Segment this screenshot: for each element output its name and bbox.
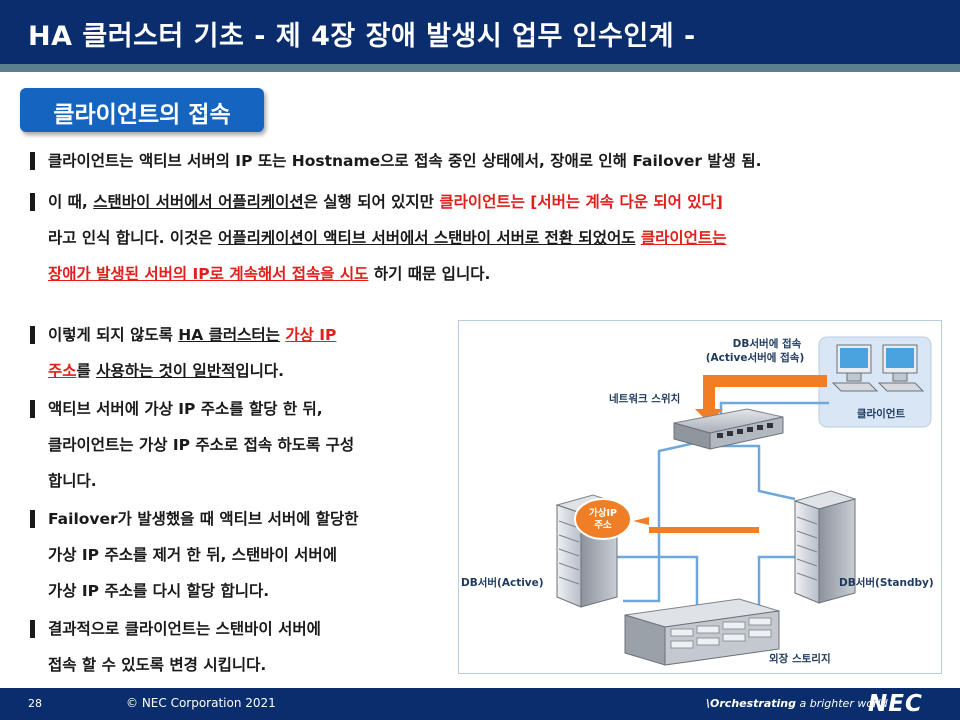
bullet-marker xyxy=(30,510,35,528)
client-monitor-icon xyxy=(877,344,925,392)
text-run: 하기 때문 입니다. xyxy=(368,265,491,283)
slide-title: HA 클러스터 기초 - 제 4장 장애 발생시 업무 인수인계 - xyxy=(28,21,696,52)
virtual-ip-label-sub: 주소 xyxy=(594,520,612,531)
highlight-text: 가상 IP xyxy=(285,326,337,344)
bullet-marker xyxy=(30,152,35,170)
bullet-marker xyxy=(30,400,35,418)
text-run: 은 실행 되어 있지만 xyxy=(303,193,440,211)
diagram-canvas: 가상IP 주소 DB서버에 접속 (Active서버에 접속) 네트워크 스위치… xyxy=(461,336,934,666)
paragraph-line-1: 액티브 서버에 가상 IP 주소를 할당 한 뒤, xyxy=(48,400,323,418)
bullet-marker xyxy=(30,326,35,344)
paragraph-line-1: Failover가 발생했을 때 액티브 서버에 할당한 xyxy=(48,510,359,528)
paragraph-result: 결과적으로 클라이언트는 스탠바이 서버에 접속 할 수 있도록 변경 시킵니다… xyxy=(48,611,321,683)
highlight-text: 장애가 발생된 서버의 IP로 계속해서 접속을 시도 xyxy=(48,265,369,283)
text-run: 입니다. xyxy=(235,362,285,380)
link-switch-standby xyxy=(703,444,796,501)
tagline: \Orchestrating a brighter world xyxy=(706,697,888,710)
title-stripe xyxy=(0,64,960,72)
db-active-label: DB서버(Active) xyxy=(461,576,544,589)
paragraph-client-perception: 이 때, 스탠바이 서버에서 어플리케이션은 실행 되어 있지만 클라이언트는 … xyxy=(48,184,726,292)
highlight-text: 클라이언트는 [서버는 계속 다운 되어 있다] xyxy=(439,193,723,211)
text-run: 이 때, xyxy=(48,193,94,211)
highlight-text: 클라이언트는 xyxy=(640,229,727,247)
paragraph-line-2: 주소를 사용하는 것이 일반적입니다. xyxy=(48,353,336,389)
copyright: © NEC Corporation 2021 xyxy=(126,696,276,710)
section-heading: 클라이언트의 접속 xyxy=(20,88,264,132)
section-heading-label: 클라이언트의 접속 xyxy=(53,102,231,128)
bullet-marker xyxy=(30,620,35,638)
nec-logo: NEC xyxy=(868,691,923,717)
paragraph-failover: 클라이언트는 액티브 서버의 IP 또는 Hostname으로 접속 중인 상태… xyxy=(48,143,761,179)
external-storage-icon xyxy=(624,598,780,666)
ha-cluster-diagram: 가상IP 주소 DB서버에 접속 (Active서버에 접속) 네트워크 스위치… xyxy=(458,320,942,674)
underlined-text: 사용하는 것이 일반적 xyxy=(96,362,236,380)
highlight-text: 주소 xyxy=(48,362,77,380)
footer-bar: 28 © NEC Corporation 2021 \Orchestrating… xyxy=(0,688,960,720)
page-number: 28 xyxy=(28,697,42,710)
paragraph-line-3: 가상 IP 주소를 다시 할당 합니다. xyxy=(48,582,270,600)
bullet-marker xyxy=(30,193,35,211)
db-standby-label: DB서버(Standby) xyxy=(839,576,934,589)
paragraph-line-3: 장애가 발생된 서버의 IP로 계속해서 접속을 시도 하기 때문 입니다. xyxy=(48,256,726,292)
network-switch-label: 네트워크 스위치 xyxy=(609,392,680,405)
paragraph-line-1: 결과적으로 클라이언트는 스탠바이 서버에 xyxy=(48,620,321,638)
standby-to-vip-arrow xyxy=(633,513,759,533)
text-run: 라고 인식 합니다. 이것은 xyxy=(48,229,219,247)
network-switch-icon xyxy=(673,408,784,450)
paragraph-failover-vip: Failover가 발생했을 때 액티브 서버에 할당한 가상 IP 주소를 제… xyxy=(48,501,359,609)
text-run: 를 xyxy=(76,362,97,380)
paragraph-line-2: 클라이언트는 가상 IP 주소로 접속 하도록 구성 xyxy=(48,436,355,454)
paragraph-assign-vip: 액티브 서버에 가상 IP 주소를 할당 한 뒤, 클라이언트는 가상 IP 주… xyxy=(48,391,354,499)
tagline-rest: a brighter world xyxy=(796,697,888,710)
tagline-bold: \Orchestrating xyxy=(706,697,796,710)
client-monitor-icon xyxy=(831,344,879,392)
underlined-text: 스탠바이 서버에서 어플리케이션 xyxy=(93,193,304,211)
underlined-text: HA 클러스터는 xyxy=(178,326,280,344)
db-access-label: DB서버에 접속 xyxy=(733,337,802,350)
paragraph-line-1: 이렇게 되지 않도록 HA 클러스터는 가상 IP xyxy=(48,317,336,353)
access-arrows xyxy=(633,375,827,533)
paragraph-virtual-ip: 이렇게 되지 않도록 HA 클러스터는 가상 IP 주소를 사용하는 것이 일반… xyxy=(48,317,336,389)
db-access-sublabel: (Active서버에 접속) xyxy=(706,351,805,364)
client-to-switch-arrow xyxy=(695,375,827,423)
paragraph-text: 클라이언트는 액티브 서버의 IP 또는 Hostname으로 접속 중인 상태… xyxy=(48,152,762,170)
paragraph-line-2: 가상 IP 주소를 제거 한 뒤, 스탠바이 서버에 xyxy=(48,546,337,564)
title-bar: HA 클러스터 기초 - 제 4장 장애 발생시 업무 인수인계 - xyxy=(0,0,960,64)
paragraph-line-3: 합니다. xyxy=(48,472,97,490)
virtual-ip-badge: 가상IP 주소 xyxy=(574,498,632,540)
link-switch-active xyxy=(623,441,696,603)
link-standby-storage xyxy=(757,555,795,613)
db-server-standby-icon xyxy=(793,490,857,604)
paragraph-line-1: 이 때, 스탠바이 서버에서 어플리케이션은 실행 되어 있지만 클라이언트는 … xyxy=(48,184,726,220)
paragraph-line-2: 접속 할 수 있도록 변경 시킵니다. xyxy=(48,656,267,674)
virtual-ip-label: 가상IP xyxy=(589,507,617,519)
storage-label: 외장 스토리지 xyxy=(769,652,831,665)
paragraph-line-2: 라고 인식 합니다. 이것은 어플리케이션이 액티브 서버에서 스탠바이 서버로… xyxy=(48,220,726,256)
underlined-text: 어플리케이션이 액티브 서버에서 스탠바이 서버로 전환 되었어도 xyxy=(218,229,636,247)
client-label: 클라이언트 xyxy=(857,407,906,420)
text-run: 이렇게 되지 않도록 xyxy=(48,326,179,344)
